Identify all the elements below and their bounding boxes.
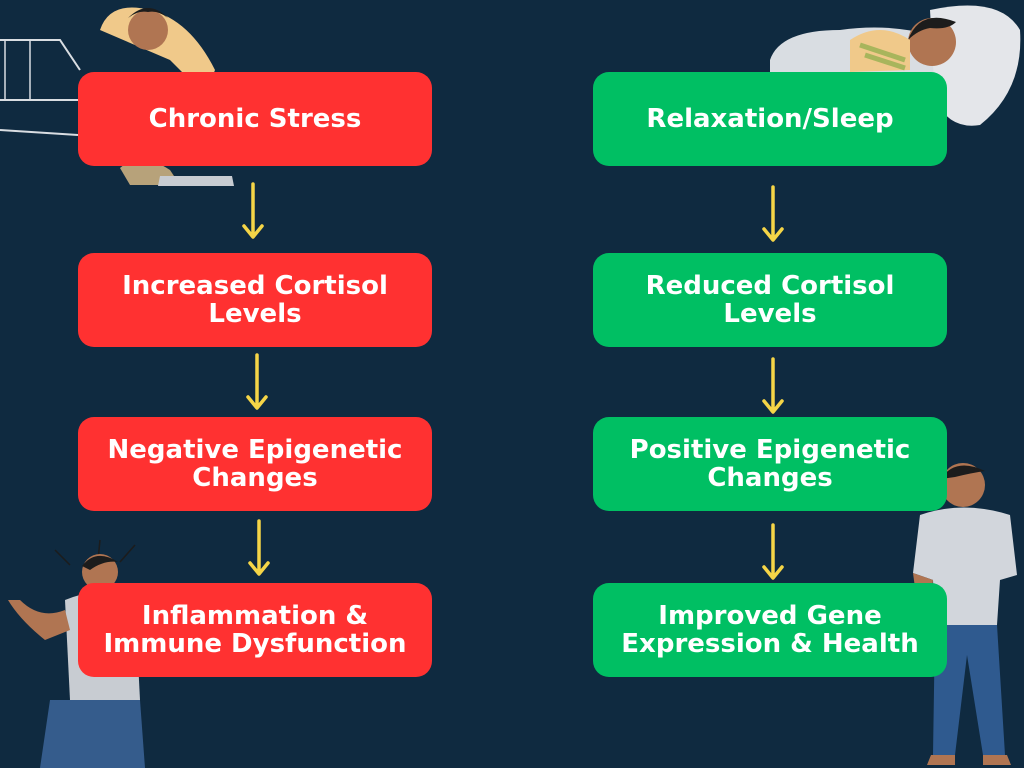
arrow-down-icon xyxy=(762,185,784,242)
improved-gene-label: Improved Gene Expression & Health xyxy=(621,601,919,659)
relaxation-sleep-box: Relaxation/Sleep xyxy=(593,72,947,166)
arrow-down-icon xyxy=(242,182,264,239)
positive-epigenetic-label: Positive Epigenetic Changes xyxy=(629,435,911,493)
arrow-down-icon xyxy=(762,357,784,414)
arrow-down-icon xyxy=(762,523,784,580)
positive-epigenetic-box: Positive Epigenetic Changes xyxy=(593,417,947,511)
sleeping-person-icon xyxy=(770,5,1021,126)
increased-cortisol-box: Increased Cortisol Levels xyxy=(78,253,432,347)
reduced-cortisol-box: Reduced Cortisol Levels xyxy=(593,253,947,347)
inflammation-label: Inflammation & Immune Dysfunction xyxy=(103,601,407,659)
reduced-cortisol-label: Reduced Cortisol Levels xyxy=(645,271,895,329)
inflammation-box: Inflammation & Immune Dysfunction xyxy=(78,583,432,677)
arrow-down-icon xyxy=(246,353,268,410)
chronic-stress-label: Chronic Stress xyxy=(148,104,362,134)
arrow-down-icon xyxy=(248,519,270,576)
negative-epigenetic-box: Negative Epigenetic Changes xyxy=(78,417,432,511)
increased-cortisol-label: Increased Cortisol Levels xyxy=(122,271,388,329)
chronic-stress-box: Chronic Stress xyxy=(78,72,432,166)
negative-epigenetic-label: Negative Epigenetic Changes xyxy=(107,435,403,493)
improved-gene-box: Improved Gene Expression & Health xyxy=(593,583,947,677)
relaxation-sleep-label: Relaxation/Sleep xyxy=(646,104,894,134)
